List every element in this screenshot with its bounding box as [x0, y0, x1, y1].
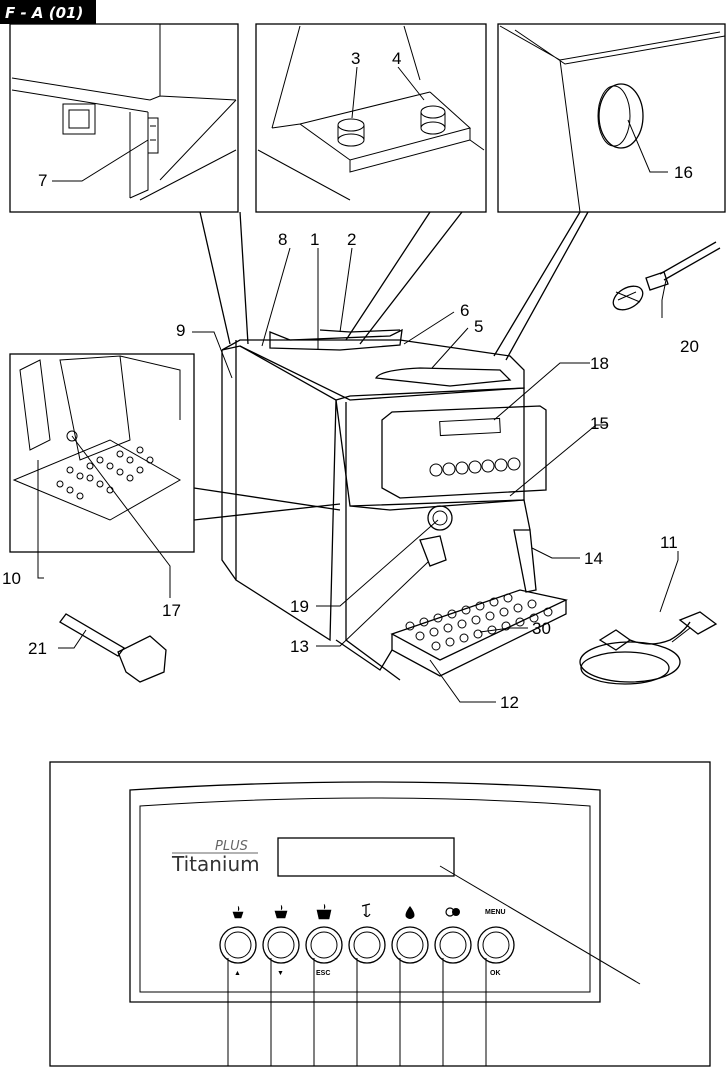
callout-numbers: 7 3 4 16 8 1 2 6 5 9 20 18 15 11 14 10 1… [2, 49, 699, 712]
callout-7: 7 [38, 171, 47, 190]
small-cup-icon [232, 905, 244, 919]
button-large-cup-label: ESC [316, 970, 330, 977]
detail-box-knob [497, 23, 726, 213]
callout-14: 14 [584, 549, 603, 568]
cleaning-brush [612, 241, 721, 311]
callout-9: 9 [176, 321, 185, 340]
button-small-cup-label: ▲ [234, 970, 241, 977]
button-small-cup[interactable]: ▲ [219, 905, 257, 977]
large-cup-icon [316, 903, 332, 920]
callout-6: 6 [460, 301, 469, 320]
button-hot-water[interactable] [391, 906, 429, 964]
figure-header-label: F - A (01) [5, 4, 83, 22]
button-menu[interactable]: MENU OK [477, 909, 515, 977]
power-toggle-icon [445, 907, 460, 917]
drip-tray-holes [405, 593, 553, 651]
callout-21: 21 [28, 639, 47, 658]
callout-8: 8 [278, 230, 287, 249]
callout-16: 16 [674, 163, 693, 182]
button-medium-cup[interactable]: ▼ [262, 904, 300, 977]
panel-button-row: ▲ ▼ ESC [219, 903, 515, 977]
machine-panel-buttons [429, 457, 521, 477]
button-leaders [227, 958, 487, 1066]
button-menu-label: OK [490, 970, 501, 977]
detail-box-power-socket [9, 23, 239, 213]
callout-30: 30 [532, 619, 551, 638]
callout-13: 13 [290, 637, 309, 656]
steam-wand-icon [361, 903, 371, 918]
callout-20: 20 [680, 337, 699, 356]
callout-17: 17 [162, 601, 181, 620]
coffee-machine [221, 328, 568, 681]
button-menu-top-label: MENU [485, 909, 506, 916]
figure-header: F - A (01) [0, 0, 96, 24]
callout-15: 15 [590, 414, 609, 433]
callout-18: 18 [590, 354, 609, 373]
detail-leaders [193, 211, 589, 521]
detail-box-brew-unit [9, 353, 195, 553]
callout-3: 3 [351, 49, 360, 68]
medium-cup-icon [274, 904, 288, 919]
button-power[interactable] [434, 907, 472, 964]
brand-name: Titanium [171, 852, 260, 876]
control-panel-detail: PLUS Titanium ▲ ▼ ESC [49, 761, 711, 1067]
callout-1: 1 [310, 230, 319, 249]
callout-4: 4 [392, 49, 401, 68]
button-medium-cup-label: ▼ [277, 970, 284, 977]
callout-10: 10 [2, 569, 21, 588]
brand-plus: PLUS [215, 839, 248, 854]
button-large-cup[interactable]: ESC [305, 903, 343, 977]
callout-5: 5 [474, 317, 483, 336]
callout-leaders [37, 66, 691, 703]
callout-12: 12 [500, 693, 519, 712]
callout-11: 11 [660, 533, 678, 552]
button-steam[interactable] [348, 903, 386, 964]
power-cord [579, 611, 718, 685]
measuring-scoop [59, 613, 167, 683]
callout-2: 2 [347, 230, 356, 249]
callout-19: 19 [290, 597, 309, 616]
lcd-display [277, 837, 455, 877]
water-drop-icon [405, 906, 415, 919]
detail-box-bean-container [255, 23, 487, 213]
brew-unit-drip-holes [56, 446, 154, 500]
